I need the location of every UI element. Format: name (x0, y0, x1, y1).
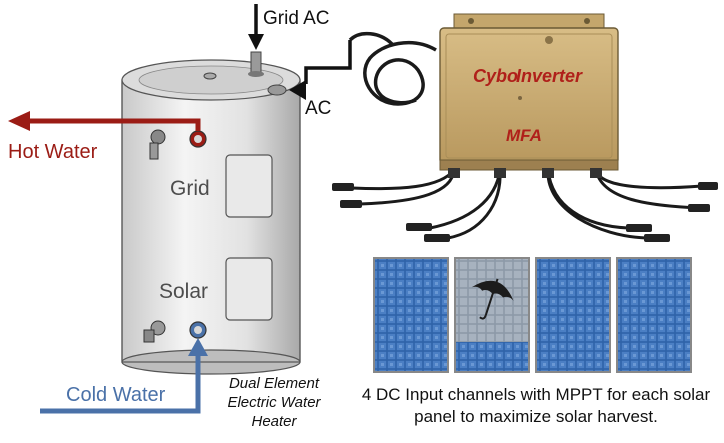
ac-arrow (289, 40, 352, 100)
solar-panel-3 (535, 257, 611, 373)
inverter-brand-inverter: Inverter (516, 66, 583, 86)
water-heater-tank (121, 59, 301, 375)
mfa-logo: MFA (506, 126, 542, 145)
umbrella-icon (471, 278, 514, 320)
heater-caption-line-1: Dual Element (228, 375, 320, 392)
relief-valve (149, 129, 166, 160)
ac-label: AC (305, 98, 332, 119)
cybo-inverter (439, 13, 619, 171)
cold-water-label: Cold Water (66, 384, 166, 406)
hot-water-label: Hot Water (8, 141, 98, 163)
solar-panel-caption: 4 DC Input channels with MPPT for each s… (361, 385, 711, 426)
grid-element-label: Grid (170, 177, 210, 200)
ac-connection-fitting (267, 84, 287, 96)
grid-ac-arrow (248, 4, 264, 50)
cold-water-arrow (40, 338, 208, 414)
solar-panel-1 (373, 257, 449, 373)
inverter-cable-glands (448, 168, 602, 178)
hot-water-arrow (8, 111, 201, 131)
heater-caption-line-3: Heater (251, 413, 297, 430)
heater-caption: Dual Element Electric Water Heater (213, 374, 335, 431)
grid-element-panel (225, 154, 273, 218)
hot-water-outlet (189, 130, 207, 148)
grid-ac-label: Grid AC (263, 8, 330, 29)
mc4-connectors (332, 182, 718, 242)
solar-panel-4 (616, 257, 692, 373)
drain-valve (143, 320, 166, 343)
inverter-brand-cybo: Cybo (473, 66, 518, 86)
cold-water-inlet (189, 321, 207, 339)
heater-caption-line-2: Electric Water (227, 394, 321, 411)
solar-panel-2-shaded (454, 257, 530, 373)
solar-element-label: Solar (159, 280, 209, 303)
solar-element-panel (225, 257, 273, 321)
ac-cable (348, 31, 437, 106)
grid-ac-inlet (248, 51, 264, 77)
